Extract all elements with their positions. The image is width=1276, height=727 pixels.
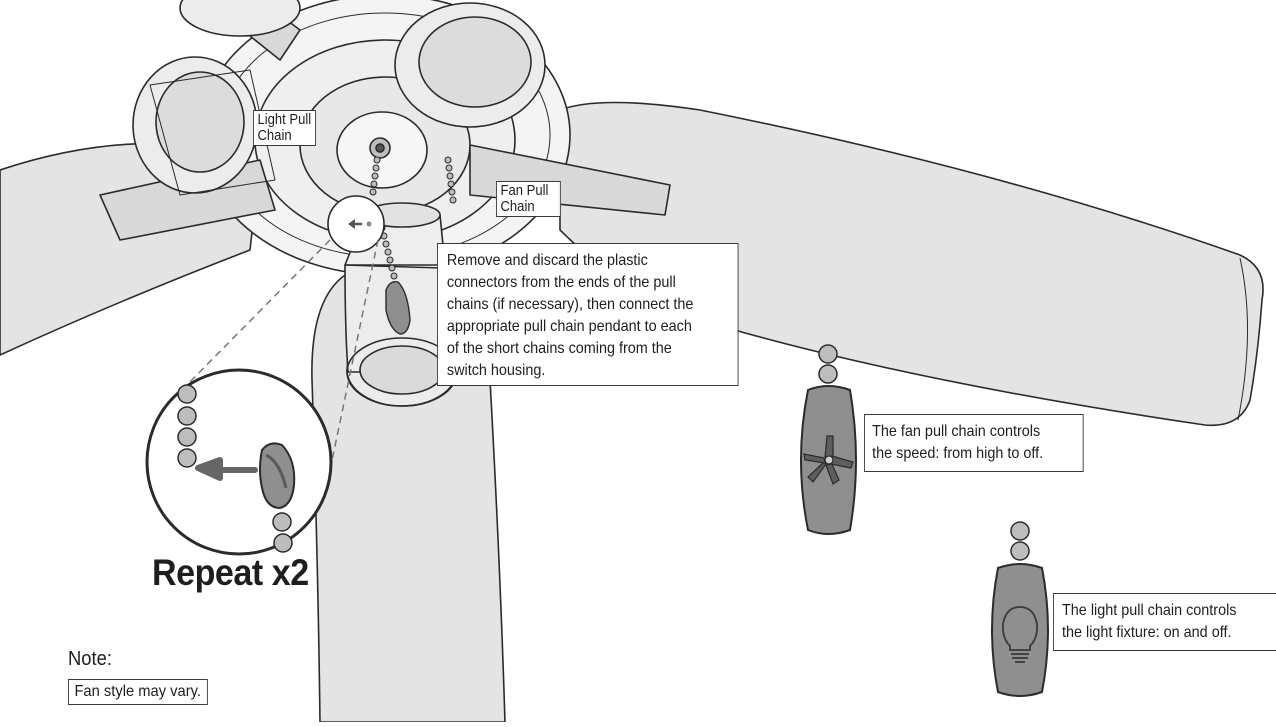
instruction-line: chains (if necessary), then connect the	[446, 296, 694, 313]
fan-caption-line: the speed: from high to off.	[872, 445, 1044, 462]
fan-caption-line: The fan pull chain controls	[872, 423, 1041, 440]
light-pull-chain-label: Light Pull Chain	[253, 110, 316, 146]
fan-pendant-caption: The fan pull chain controls the speed: f…	[864, 414, 1084, 472]
instruction-line: appropriate pull chain pendant to each	[446, 318, 692, 335]
light-caption-line: the light fixture: on and off.	[1062, 624, 1232, 641]
left-arrow-icon	[195, 457, 258, 481]
instruction-line: Remove and discard the plastic	[446, 252, 648, 269]
light-pendant-caption: The light pull chain controls the light …	[1053, 593, 1276, 651]
fan-pull-chain-label-line: Fan Pull	[500, 183, 549, 199]
light-chain	[369, 156, 381, 196]
light-caption-line: The light pull chain controls	[1062, 602, 1237, 619]
note-text: Fan style may vary.	[68, 679, 208, 705]
fan-icon	[803, 435, 854, 485]
instruction-line: of the short chains coming from the	[446, 340, 672, 357]
instruction-callout: Remove and discard the plastic connector…	[437, 243, 739, 386]
detail-circle	[145, 368, 333, 556]
fan-pendant	[800, 344, 857, 535]
instruction-line: switch housing.	[446, 362, 546, 379]
fan-chain	[444, 156, 457, 204]
light-pull-chain-label-line: Light Pull	[257, 112, 312, 128]
chain-pendant	[385, 280, 411, 335]
note-title: Note:	[68, 648, 112, 670]
detail-chain-beads	[177, 384, 293, 553]
fan-pull-chain-label-line: Chain	[500, 199, 535, 215]
light-cup	[179, 0, 301, 37]
light-bulb-icon	[1001, 606, 1039, 663]
light-pull-chain-label-line: Chain	[257, 128, 292, 144]
instruction-line: connectors from the ends of the pull	[446, 274, 676, 291]
fan-pull-chain-label: Fan Pull Chain	[496, 181, 561, 217]
detail-pendant	[259, 442, 296, 510]
light-pendant	[991, 521, 1049, 697]
repeat-label: Repeat x2	[152, 552, 309, 593]
